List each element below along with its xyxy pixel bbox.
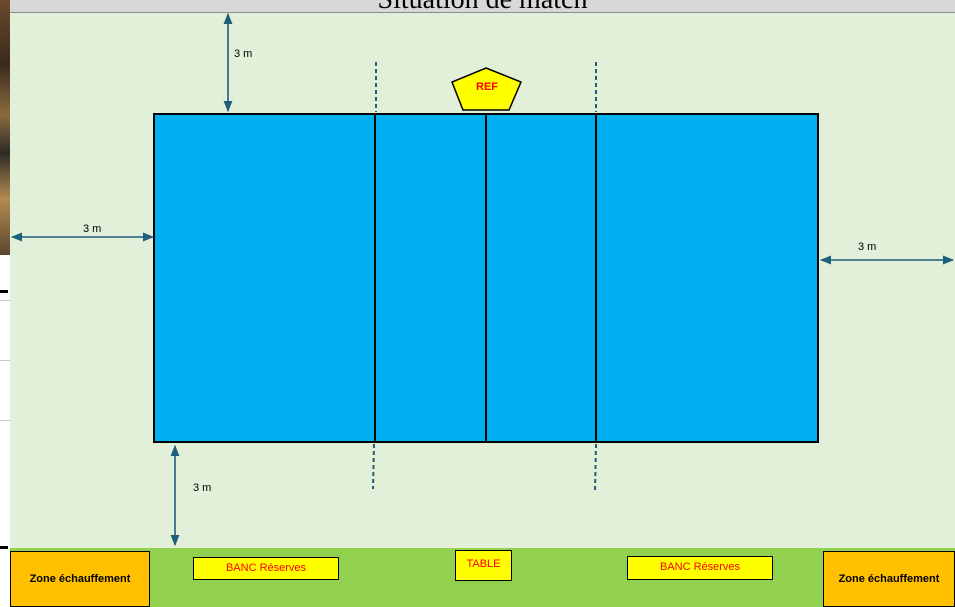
attack-line-extension-bottom-left bbox=[373, 444, 374, 489]
warmup-zone-right: Zone échauffement bbox=[823, 551, 955, 607]
dimension-right-label: 3 m bbox=[858, 241, 876, 253]
dimension-left-label: 3 m bbox=[83, 223, 101, 235]
dimension-bottom-label: 3 m bbox=[193, 482, 211, 494]
bench-reserves-left: BANC Réserves bbox=[193, 557, 339, 580]
referee-label: REF bbox=[470, 81, 504, 93]
dimension-top-label: 3 m bbox=[234, 48, 252, 60]
score-table: TABLE bbox=[455, 550, 512, 581]
attack-line-extension-bottom-right bbox=[595, 444, 596, 491]
bench-reserves-right: BANC Réserves bbox=[627, 556, 773, 580]
warmup-zone-left: Zone échauffement bbox=[10, 551, 150, 607]
